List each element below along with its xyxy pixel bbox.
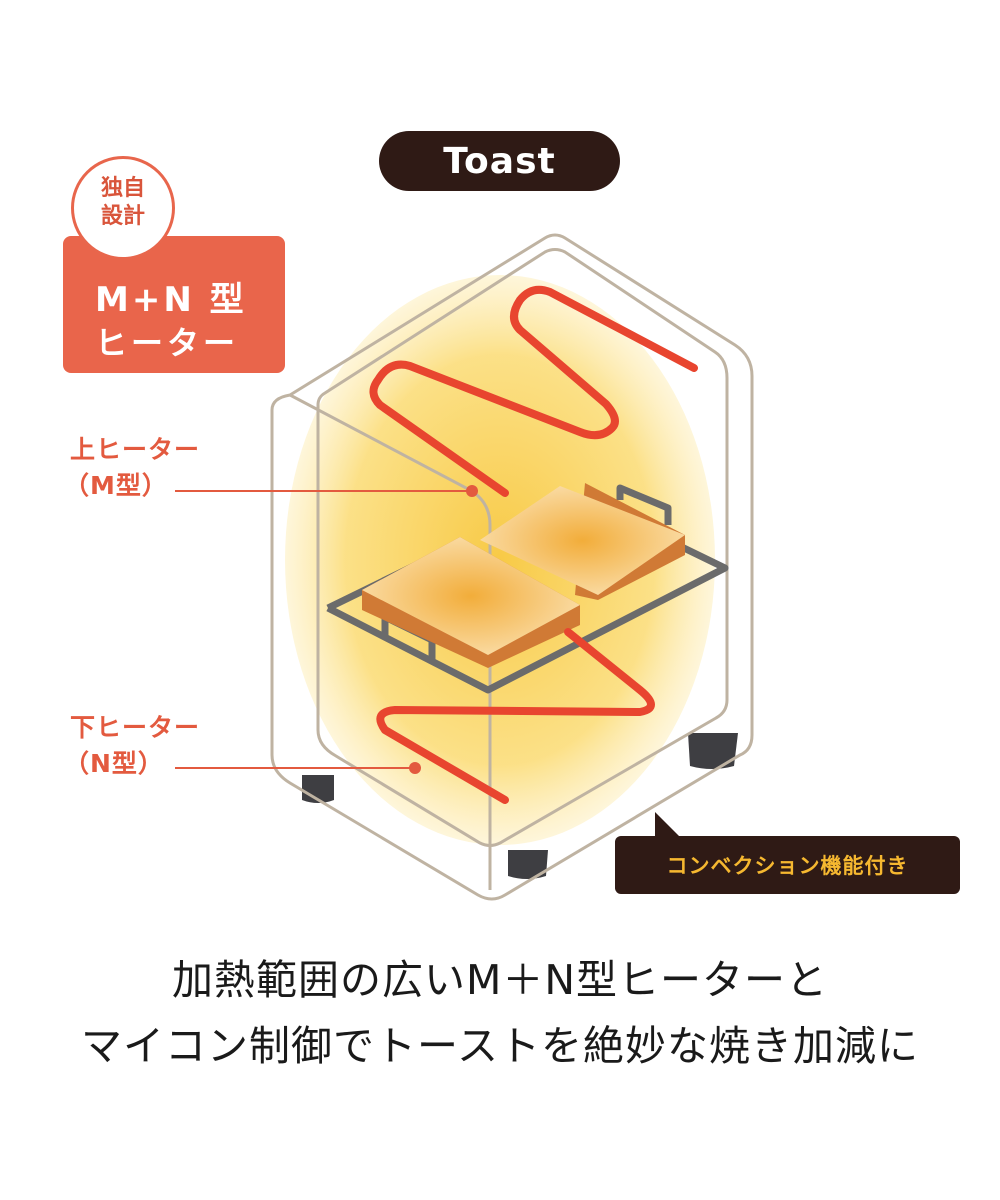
title-text: Toast: [443, 140, 556, 182]
lower-heater-label-line2: （N型）: [64, 749, 164, 778]
upper-heater-m: [369, 285, 698, 497]
convection-callout: コンベクション機能付き: [615, 836, 960, 894]
toaster-inner-outline: [316, 248, 729, 847]
upper-heater-label: 上ヒーター （M型）: [64, 432, 201, 504]
circle-line1: 独自: [100, 176, 145, 201]
lower-heater-n: [376, 628, 655, 804]
toast-slices: [362, 483, 685, 668]
badge-line1: M+N 型: [95, 280, 247, 320]
toaster-outer-outline: [270, 233, 754, 901]
lower-heater-label: 下ヒーター （N型）: [64, 710, 201, 782]
heater-type-badge: M+N 型 ヒーター: [63, 236, 285, 373]
circle-line2: 設計: [100, 204, 145, 229]
toaster-feet: [302, 733, 738, 879]
badge-line2: ヒーター: [95, 324, 240, 362]
title-pill: Toast: [379, 131, 620, 191]
original-design-badge: 独自 設計: [71, 156, 175, 260]
convection-callout-text: コンベクション機能付き: [666, 854, 909, 878]
upper-heater-label-line1: 上ヒーター: [70, 435, 201, 464]
callout-tail: [655, 812, 681, 838]
caption-line1: 加熱範囲の広いM＋N型ヒーターと: [171, 956, 829, 1004]
upper-heater-label-line2: （M型）: [64, 471, 168, 500]
lower-heater-label-line1: 下ヒーター: [70, 713, 201, 742]
caption-line2: マイコン制御でトーストを絶妙な焼き加減に: [81, 1022, 919, 1070]
